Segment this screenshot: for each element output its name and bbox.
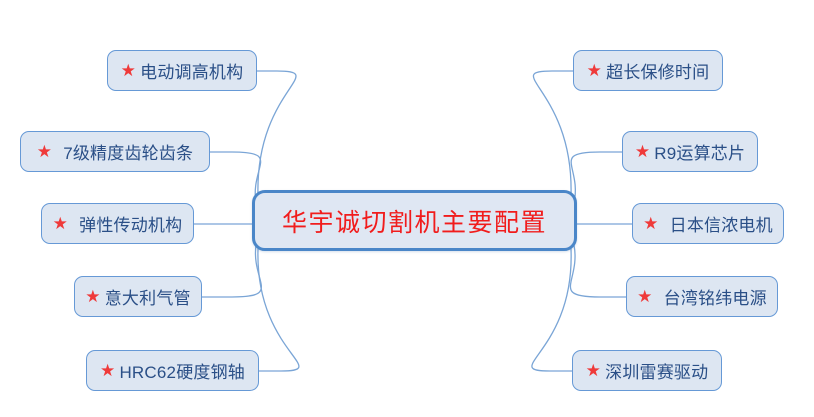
- star-icon: ★: [634, 142, 651, 161]
- branch-node-right-5[interactable]: ★深圳雷赛驱动: [572, 350, 722, 391]
- branch-node-label: HRC62硬度钢轴: [119, 363, 245, 382]
- star-icon: ★: [585, 361, 602, 380]
- branch-node-label: 台湾铭纬电源: [663, 289, 767, 308]
- branch-node-right-3[interactable]: ★ 日本信浓电机: [632, 203, 784, 244]
- star-icon: ★: [120, 61, 137, 80]
- center-node-label: 华宇诚切割机主要配置: [281, 207, 547, 237]
- branch-node-label: 7级精度齿轮齿条: [63, 144, 194, 163]
- connector-right-5: [531, 248, 573, 372]
- star-icon: ★: [85, 287, 101, 306]
- star-icon: ★: [637, 287, 653, 306]
- branch-node-label: 电动调高机构: [140, 63, 244, 82]
- connector-left-4: [201, 244, 262, 298]
- connector-right-4: [569, 244, 627, 298]
- star-icon: ★: [100, 361, 116, 380]
- branch-node-right-4[interactable]: ★ 台湾铭纬电源: [626, 276, 778, 317]
- branch-node-right-1[interactable]: ★超长保修时间: [573, 50, 723, 91]
- branch-node-left-4[interactable]: ★意大利气管: [74, 276, 202, 317]
- branch-node-right-2[interactable]: ★R9运算芯片: [622, 131, 758, 172]
- branch-node-left-5[interactable]: ★HRC62硬度钢轴: [86, 350, 259, 391]
- branch-node-label: 深圳雷赛驱动: [605, 363, 709, 382]
- star-icon: ★: [36, 142, 53, 161]
- connector-right-1: [532, 70, 574, 197]
- branch-node-label: 超长保修时间: [606, 63, 710, 82]
- star-icon: ★: [586, 61, 603, 80]
- branch-node-label: 意大利气管: [104, 289, 191, 308]
- branch-node-label: 日本信浓电机: [669, 216, 773, 235]
- branch-node-left-2[interactable]: ★ 7级精度齿轮齿条: [20, 131, 210, 172]
- branch-node-label: R9运算芯片: [654, 144, 746, 163]
- star-icon: ★: [52, 214, 69, 233]
- connector-right-2: [570, 151, 623, 204]
- branch-node-left-1[interactable]: ★电动调高机构: [107, 50, 257, 91]
- star-icon: ★: [643, 214, 659, 233]
- connector-left-1: [256, 70, 297, 197]
- connector-left-5: [257, 248, 300, 372]
- branch-node-label: 弹性传动机构: [79, 216, 183, 235]
- center-node[interactable]: 华宇诚切割机主要配置: [252, 190, 577, 251]
- branch-node-left-3[interactable]: ★ 弹性传动机构: [41, 203, 194, 244]
